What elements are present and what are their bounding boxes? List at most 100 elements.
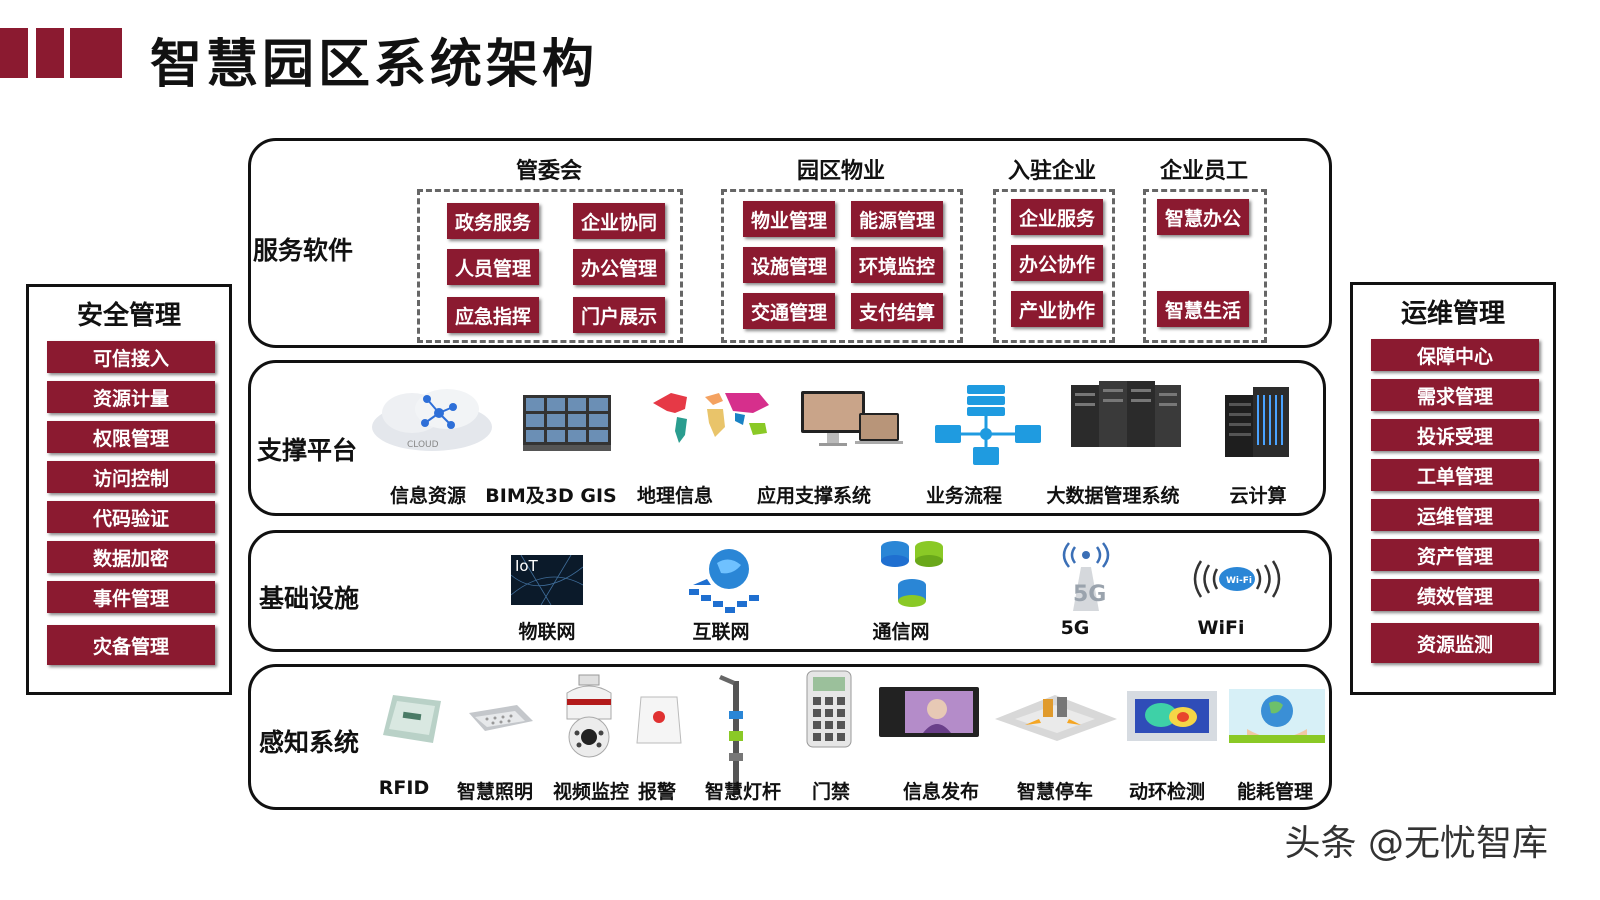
world-map-icon [653, 393, 769, 443]
header-bar-1 [0, 28, 28, 78]
service-item: 环境监控 [851, 247, 943, 283]
operations-item: 投诉受理 [1371, 419, 1539, 451]
security-item: 权限管理 [47, 421, 215, 453]
street-light-icon [469, 705, 533, 731]
security-item: 访问控制 [47, 461, 215, 493]
service-item: 办公协作 [1011, 245, 1103, 281]
svg-text:CLOUD: CLOUD [407, 440, 439, 450]
5g-tower-icon-text: 5G [1073, 582, 1106, 607]
operations-item: 保障中心 [1371, 339, 1539, 371]
operations-panel-title: 运维管理 [1400, 299, 1505, 329]
sensing-label: 智慧灯杆 [704, 781, 781, 803]
service-item: 企业服务 [1011, 199, 1103, 235]
support-layer-label: 支撑平台 [257, 436, 358, 465]
infrastructure-label: WiFi [1197, 617, 1245, 639]
group-box-committee [417, 189, 683, 343]
group-box-staff [1143, 189, 1267, 343]
smart-pole-icon [719, 675, 743, 795]
globe-network-icon [689, 549, 759, 613]
service-item: 智慧办公 [1157, 199, 1249, 235]
security-panel: 安全管理 可信接入 资源计量 权限管理 访问控制 代码验证 数据加密 事件管理 … [26, 284, 232, 695]
support-label: 地理信息 [636, 485, 713, 507]
group-title-tenant: 入驻企业 [1007, 159, 1096, 184]
sensing-label: 视频监控 [552, 781, 629, 803]
page-title: 智慧园区系统架构 [150, 35, 599, 95]
sensing-layer: 感知系统 [248, 664, 1332, 810]
service-item: 智慧生活 [1157, 291, 1249, 327]
server-cabinet-icon [1225, 387, 1289, 457]
sensing-label: 信息发布 [902, 781, 979, 803]
group-title-committee: 管委会 [515, 159, 582, 184]
header-bar-3 [70, 28, 122, 78]
support-label: 大数据管理系统 [1046, 485, 1180, 507]
support-label: 应用支撑系统 [756, 485, 871, 507]
heatmap-icon [1127, 691, 1217, 741]
support-label: BIM及3D GIS [485, 485, 617, 507]
dome-camera-icon [566, 674, 612, 758]
video-wall-icon [523, 395, 611, 451]
infrastructure-layer: 基础设施 IoT 5G [248, 530, 1332, 652]
security-item: 代码验证 [47, 501, 215, 533]
sensing-label: 智慧停车 [1016, 781, 1093, 803]
wifi-icon: Wi-Fi [1193, 560, 1281, 598]
service-layer: 服务软件 管委会 政务服务 企业协同 人员管理 办公管理 应急指挥 门户展示 园… [248, 138, 1332, 348]
infrastructure-layer-label: 基础设施 [259, 584, 360, 613]
service-item: 物业管理 [743, 201, 835, 237]
service-item: 办公管理 [573, 249, 665, 285]
support-layer: 支撑平台 CLOUD [248, 360, 1326, 516]
service-item: 人员管理 [447, 249, 539, 285]
support-label: 业务流程 [925, 485, 1002, 507]
header-bar-2 [36, 28, 64, 78]
infrastructure-label: 互联网 [692, 621, 750, 643]
network-flow-icon [935, 385, 1041, 465]
service-item: 政务服务 [447, 203, 539, 239]
keypad-icon [806, 670, 852, 748]
service-item: 交通管理 [743, 293, 835, 329]
iot-icon-text: IoT [515, 557, 539, 575]
security-item: 灾备管理 [47, 625, 215, 665]
sensing-label: 智慧照明 [456, 781, 533, 803]
service-item: 设施管理 [743, 247, 835, 283]
rfid-reader-icon [383, 695, 441, 743]
computers-icon [801, 391, 903, 446]
sensing-label: 门禁 [811, 781, 850, 803]
support-label: 信息资源 [389, 485, 466, 507]
display-screen-icon [879, 687, 979, 737]
operations-panel: 运维管理 保障中心 需求管理 投诉受理 工单管理 运维管理 资产管理 绩效管理 … [1350, 282, 1556, 695]
earth-hands-icon [1229, 689, 1325, 743]
operations-item: 运维管理 [1371, 499, 1539, 531]
security-item: 可信接入 [47, 341, 215, 373]
database-icon [881, 541, 943, 607]
sensing-label: 动环检测 [1128, 781, 1205, 803]
infrastructure-label: 物联网 [518, 621, 576, 643]
operations-item: 资源监测 [1371, 623, 1539, 663]
sensing-layer-label: 感知系统 [259, 728, 360, 757]
service-item: 能源管理 [851, 201, 943, 237]
operations-item: 需求管理 [1371, 379, 1539, 411]
service-item: 应急指挥 [447, 297, 539, 333]
service-item: 企业协同 [573, 203, 665, 239]
sensing-label: RFID [378, 777, 430, 799]
wifi-icon-text: Wi-Fi [1226, 576, 1252, 586]
cloud-icon: CLOUD [372, 389, 492, 451]
service-item: 门户展示 [573, 297, 665, 333]
operations-item: 工单管理 [1371, 459, 1539, 491]
security-item: 事件管理 [47, 581, 215, 613]
service-item: 支付结算 [851, 293, 943, 329]
infrastructure-label: 5G [1060, 617, 1090, 639]
service-layer-label: 服务软件 [253, 236, 354, 265]
group-box-property [721, 189, 963, 343]
support-label: 云计算 [1229, 485, 1287, 507]
group-title-staff: 企业员工 [1159, 159, 1248, 184]
iot-icon: IoT [511, 555, 583, 605]
security-item: 数据加密 [47, 541, 215, 573]
service-item: 产业协作 [1011, 291, 1103, 327]
security-item: 资源计量 [47, 381, 215, 413]
alarm-button-icon [636, 696, 682, 744]
5g-tower-icon: 5G [1062, 542, 1110, 611]
parking-icon [995, 695, 1117, 741]
group-box-tenant [993, 189, 1115, 343]
group-title-property: 园区物业 [796, 159, 885, 184]
operations-item: 绩效管理 [1371, 579, 1539, 611]
infrastructure-label: 通信网 [872, 621, 930, 643]
